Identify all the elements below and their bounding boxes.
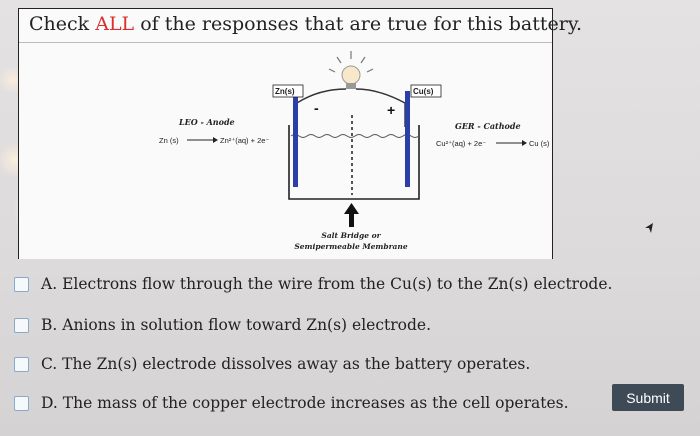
zinc-electrode-label: Zn(s) bbox=[275, 87, 295, 96]
option-b[interactable]: B. Anions in solution flow toward Zn(s) … bbox=[14, 314, 431, 336]
solution-surface bbox=[290, 134, 420, 138]
minus-sign: - bbox=[314, 100, 319, 116]
battery-diagram: Zn(s) Cu(s) - + LEO - Anode Zn (s) Zn²⁺(… bbox=[159, 51, 550, 251]
up-arrow-icon bbox=[344, 203, 359, 227]
option-a[interactable]: A. Electrons flow through the wire from … bbox=[14, 273, 612, 295]
option-label: C. The Zn(s) electrode dissolves away as… bbox=[41, 355, 531, 373]
question-panel: Check ALL of the responses that are true… bbox=[18, 8, 582, 259]
checkbox[interactable] bbox=[14, 276, 29, 292]
anode-reaction-left: Zn (s) bbox=[159, 136, 179, 145]
cathode-reaction-left: Cu²⁺(aq) + 2e⁻ bbox=[436, 139, 486, 148]
option-label: D. The mass of the copper electrode incr… bbox=[41, 394, 569, 412]
submit-button[interactable]: Submit bbox=[612, 384, 684, 411]
divider bbox=[19, 42, 552, 43]
beaker bbox=[288, 125, 420, 200]
lightbulb-icon bbox=[328, 51, 374, 89]
option-d[interactable]: D. The mass of the copper electrode incr… bbox=[14, 392, 569, 414]
question-suffix: of the responses that are true for this … bbox=[134, 13, 583, 35]
copper-electrode bbox=[405, 91, 410, 187]
checkbox[interactable] bbox=[14, 395, 29, 411]
mouse-cursor-icon bbox=[645, 223, 653, 233]
cathode-title: GER - Cathode bbox=[455, 121, 521, 131]
zinc-electrode bbox=[293, 91, 298, 187]
anode-reaction-right: Zn²⁺(aq) + 2e⁻ bbox=[220, 136, 269, 145]
cathode-reaction-right: Cu (s) bbox=[529, 139, 550, 148]
salt-bridge-label-line1: Salt Bridge or bbox=[321, 231, 381, 240]
option-label: B. Anions in solution flow toward Zn(s) … bbox=[41, 316, 432, 334]
salt-bridge-label-line2: Semipermeable Membrane bbox=[294, 242, 408, 251]
checkbox[interactable] bbox=[14, 356, 29, 372]
checkbox[interactable] bbox=[14, 317, 29, 333]
option-c[interactable]: C. The Zn(s) electrode dissolves away as… bbox=[14, 353, 530, 375]
option-label: A. Electrons flow through the wire from … bbox=[41, 275, 613, 293]
copper-electrode-label: Cu(s) bbox=[413, 87, 434, 96]
plus-sign: + bbox=[387, 102, 395, 118]
question-text: Check ALL of the responses that are true… bbox=[29, 13, 582, 35]
question-prefix: Check bbox=[29, 13, 96, 35]
question-accent: ALL bbox=[95, 13, 135, 35]
anode-title: LEO - Anode bbox=[178, 117, 235, 127]
